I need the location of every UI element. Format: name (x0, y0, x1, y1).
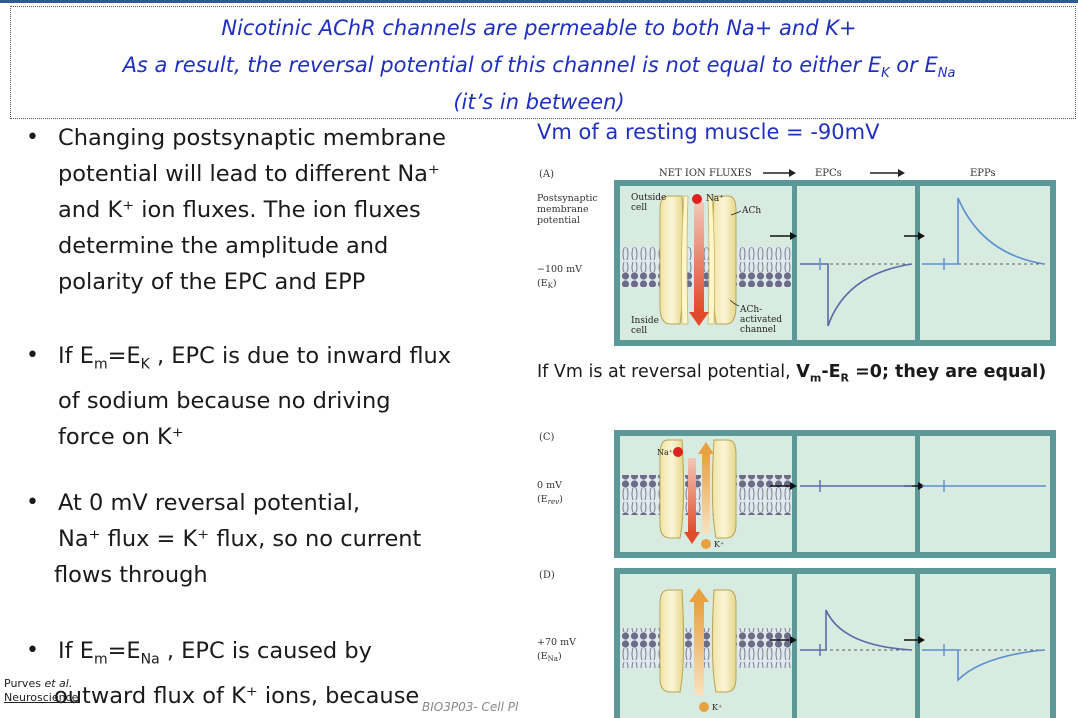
bullet-2-line: force on K⁺ (58, 423, 184, 450)
membrane-label: membrane (537, 204, 589, 215)
na-ion-c (673, 447, 683, 457)
panel-d-frame (614, 568, 1056, 718)
epp-trace-c (922, 480, 1046, 492)
panel-c-label: (C) (539, 432, 555, 443)
ena-label: (ENa) (537, 651, 562, 663)
bullet-dot: • (26, 638, 39, 663)
voltage-plus70-label: +70 mV (537, 637, 576, 648)
bullet-1-line: and K⁺ ion fluxes. The ion fluxes (58, 197, 421, 223)
header-line-1: Nicotinic AChR channels are permeable to… (221, 16, 857, 40)
na-ion-a (692, 194, 702, 204)
membrane-c (621, 475, 791, 515)
inside-cell-label: cell (631, 326, 647, 336)
voltage-minus100-label: −100 mV (537, 264, 582, 275)
erev-label: (Erev) (537, 494, 563, 506)
k-label-d: K⁺ (712, 703, 722, 712)
outside-cell-label: cell (631, 203, 647, 213)
k-label-c: K⁺ (714, 540, 724, 549)
na-label-a: Na⁺ (706, 194, 724, 204)
ach-channel-label-1: ACh- (739, 305, 762, 315)
col-net-ion-fluxes: NET ION FLUXES (659, 168, 752, 179)
epc-trace-c (800, 480, 912, 492)
membrane-a (621, 247, 791, 287)
bullet-3-line: flows through (54, 562, 208, 588)
bullet-3-line: At 0 mV reversal potential, (58, 490, 361, 516)
voltage-0-label: 0 mV (537, 480, 562, 491)
bullet-1-line: potential will lead to different Na⁺ (58, 161, 440, 187)
inside-label: Inside (631, 316, 659, 326)
panel-a-frame (614, 180, 1056, 346)
epp-trace-d (922, 644, 1046, 682)
ach-channel-d (659, 589, 737, 693)
epc-trace-a (800, 258, 913, 327)
reversal-potential-text: If Vm is at reversal potential, Vm-ER =0… (537, 362, 1047, 385)
na-label-c: Na⁺ (657, 448, 673, 457)
resting-vm-text: Vm of a resting muscle = -90mV (537, 120, 880, 144)
top-rule (0, 0, 1078, 3)
outside-label: Outside (631, 193, 666, 203)
col-epcs: EPCs (815, 168, 842, 179)
postsynaptic-label: Postsynaptic (537, 193, 598, 204)
ek-label: (EK) (537, 278, 557, 290)
bullet-4-line: outward flux of K⁺ ions, because (54, 682, 420, 709)
footer-course: BIO3P03- Cell Pl (422, 700, 519, 714)
panel-d-label: (D) (539, 570, 555, 581)
bullet-dot: • (26, 343, 39, 368)
bullet-1-line: polarity of the EPC and EPP (58, 269, 366, 295)
panel-c-frame (614, 430, 1056, 558)
bullet-1-line: determine the amplitude and (58, 233, 389, 259)
ach-channel-label-3: channel (740, 325, 776, 335)
bullet-2-line: of sodium because no driving (58, 387, 391, 414)
bullet-dot: • (26, 125, 39, 150)
ach-channel-a (659, 195, 737, 325)
header-line-2: As a result, the reversal potential of t… (122, 53, 956, 82)
panel-a-label: (A) (539, 169, 554, 180)
bullet-dot: • (26, 490, 39, 515)
ach-label: ACh (741, 206, 761, 216)
bullet-1-line: Changing postsynaptic membrane (58, 125, 446, 151)
potential-label: potential (537, 215, 580, 226)
epp-trace-a (922, 197, 1046, 270)
col-epps: EPPs (970, 168, 996, 179)
k-ion-d (699, 702, 709, 712)
header-box (10, 6, 1076, 119)
bullet-3-line: Na⁺ flux = K⁺ flux, so no current (58, 526, 422, 552)
figure-credit: Purves et al. Neuroscience (4, 677, 79, 704)
bullet-4-line: If Em=ENa , EPC is caused by (58, 638, 372, 668)
bullet-2-line: If Em=EK , EPC is due to inward flux (58, 343, 452, 373)
membrane-d (621, 628, 791, 668)
epc-trace-d (800, 609, 913, 656)
ach-channel-label-2: activated (740, 315, 782, 325)
header-line-3: (it’s in between) (453, 90, 625, 114)
k-ion-c (701, 539, 711, 549)
ach-channel-c (659, 439, 737, 539)
